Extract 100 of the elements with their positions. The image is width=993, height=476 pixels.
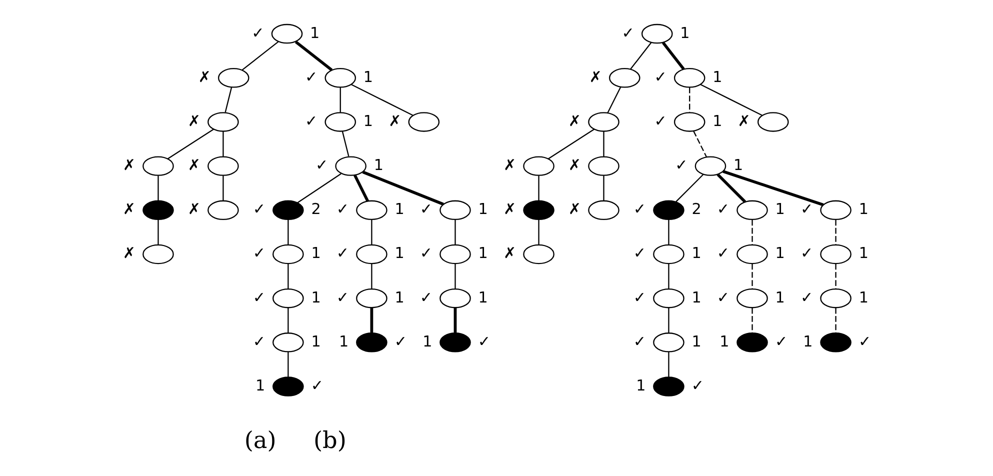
connector bbox=[241, 41, 278, 70]
connector bbox=[454, 220, 456, 245]
node-circle bbox=[408, 112, 440, 132]
node-circle bbox=[439, 288, 470, 308]
node-circle bbox=[324, 112, 356, 132]
node-circle bbox=[652, 244, 684, 264]
node-label: 1 bbox=[680, 24, 690, 42]
node-circle bbox=[608, 68, 640, 88]
connector bbox=[675, 174, 704, 202]
node-label: ✓ bbox=[716, 200, 730, 218]
node-label: ✗ bbox=[122, 244, 136, 262]
node-label: ✓ bbox=[800, 288, 813, 306]
node-label: 1 bbox=[255, 376, 265, 394]
node-label: 1 bbox=[478, 288, 488, 306]
node-label: 1 bbox=[691, 244, 701, 262]
node-label: 1 bbox=[373, 156, 383, 174]
connector bbox=[453, 308, 456, 333]
node-label: ✗ bbox=[198, 68, 210, 86]
node-label: ✗ bbox=[187, 156, 200, 174]
node-label: ✗ bbox=[187, 112, 200, 130]
node-circle bbox=[356, 244, 387, 264]
node-circle bbox=[439, 200, 470, 220]
node-dot bbox=[820, 332, 851, 352]
node-label: 1 bbox=[719, 332, 729, 350]
node-label: ✓ bbox=[674, 156, 688, 174]
node-dot bbox=[272, 200, 304, 220]
connector bbox=[294, 40, 332, 72]
node-label: ✓ bbox=[419, 288, 432, 306]
connector bbox=[538, 176, 539, 201]
node-label: 1 bbox=[310, 244, 320, 262]
node-circle bbox=[640, 24, 672, 44]
node-circle bbox=[652, 288, 684, 308]
node-circle bbox=[522, 244, 554, 264]
connector bbox=[834, 308, 836, 333]
node-label: ✓ bbox=[252, 200, 265, 218]
node-circle bbox=[736, 200, 768, 220]
node-label: 1 bbox=[691, 332, 701, 350]
node-label: 1 bbox=[478, 200, 488, 218]
node-circle bbox=[270, 24, 302, 44]
node-label: 1 bbox=[858, 288, 868, 306]
node-label: ✓ bbox=[774, 332, 788, 350]
node-label: ✓ bbox=[800, 200, 813, 218]
node-circle bbox=[522, 156, 554, 176]
node-label: ✗ bbox=[502, 200, 516, 218]
node-label: ✓ bbox=[632, 332, 646, 350]
connector bbox=[722, 170, 824, 206]
label: (b) bbox=[312, 427, 346, 454]
node-circle bbox=[324, 68, 356, 88]
node-label: 1 bbox=[310, 332, 320, 350]
node-label: ✓ bbox=[800, 244, 813, 262]
connector bbox=[157, 176, 158, 201]
node-circle bbox=[736, 244, 768, 264]
node-circle bbox=[820, 288, 851, 308]
node-label: 1 bbox=[394, 244, 404, 262]
node-circle bbox=[142, 156, 174, 176]
node-circle bbox=[820, 200, 851, 220]
connector bbox=[370, 308, 373, 333]
connector bbox=[538, 220, 539, 245]
node-label: 1 bbox=[422, 332, 432, 350]
node-label: ✓ bbox=[716, 288, 730, 306]
connector bbox=[454, 264, 456, 289]
node-label: ✓ bbox=[304, 68, 318, 86]
connector bbox=[167, 128, 214, 160]
node-label: ✗ bbox=[568, 112, 581, 130]
node-label: ✓ bbox=[477, 332, 490, 350]
node-label: 1 bbox=[712, 112, 722, 130]
connector bbox=[668, 308, 669, 333]
node-label: ✓ bbox=[314, 156, 328, 174]
node-label: 1 bbox=[774, 288, 784, 306]
node-circle bbox=[272, 244, 304, 264]
connector bbox=[751, 308, 752, 333]
node-label: ✗ bbox=[588, 68, 602, 86]
node-label: ✓ bbox=[632, 288, 646, 306]
connector bbox=[287, 264, 288, 289]
node-label: ✓ bbox=[654, 112, 666, 130]
node-label: ✗ bbox=[737, 112, 750, 130]
node-circle bbox=[588, 156, 619, 176]
node-label: ✗ bbox=[187, 200, 200, 218]
connector bbox=[834, 220, 836, 245]
connector bbox=[287, 308, 288, 333]
node-dot bbox=[652, 200, 684, 220]
connector bbox=[353, 174, 368, 202]
node-label: ✓ bbox=[621, 24, 634, 42]
node-label: ✗ bbox=[122, 156, 136, 174]
connector bbox=[751, 220, 752, 245]
node-label: ✓ bbox=[336, 288, 349, 306]
node-label: ✗ bbox=[568, 200, 581, 218]
node-circle bbox=[272, 288, 304, 308]
connector bbox=[668, 220, 669, 245]
node-label: ✓ bbox=[632, 244, 646, 262]
connector bbox=[700, 84, 762, 116]
node-label: ✓ bbox=[336, 200, 349, 218]
connector bbox=[350, 84, 412, 116]
node-label: 1 bbox=[636, 376, 646, 394]
connector bbox=[751, 264, 752, 289]
node-dot bbox=[272, 376, 304, 396]
node-circle bbox=[217, 68, 249, 88]
node-circle bbox=[356, 288, 387, 308]
node-label: 1 bbox=[310, 24, 320, 42]
node-circle bbox=[356, 200, 387, 220]
